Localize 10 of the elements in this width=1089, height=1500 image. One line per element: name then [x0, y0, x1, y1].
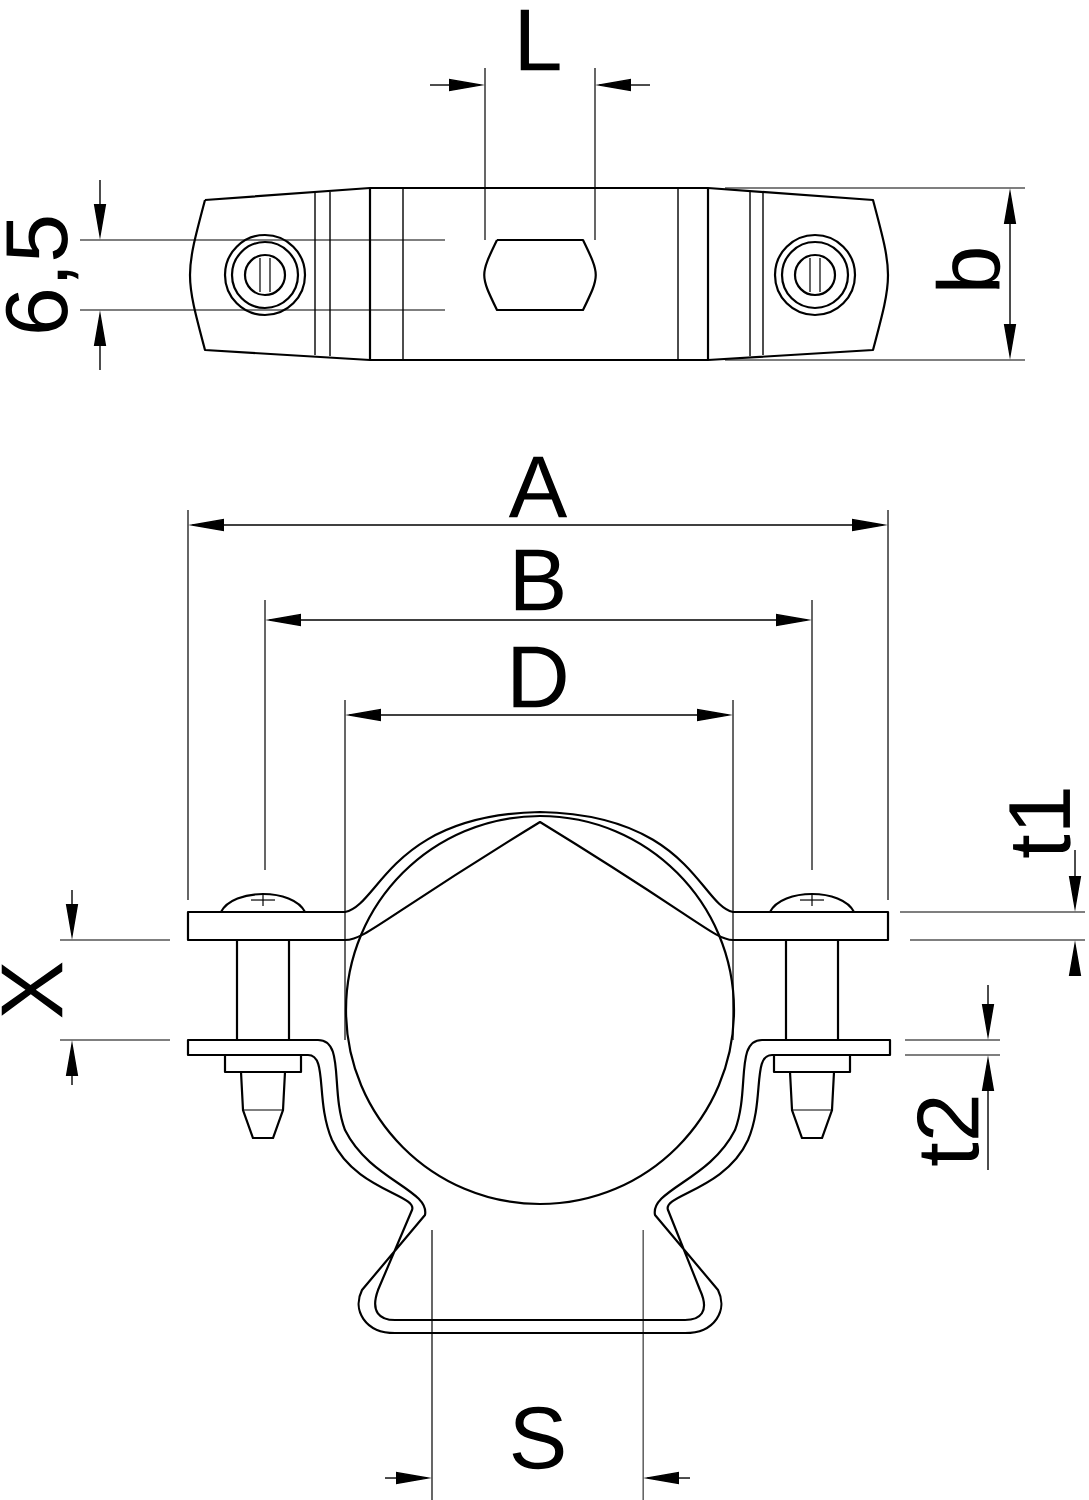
dimension-label: t2	[916, 1097, 980, 1166]
dimension-label: B	[515, 549, 563, 611]
dimension-label: S	[512, 1406, 564, 1470]
dimension-label: 6,5	[5, 217, 79, 332]
dimension-label: b	[935, 249, 1001, 289]
dimension-label: D	[513, 646, 566, 708]
dimension-label: t1	[1009, 789, 1071, 858]
dimension-label: L	[520, 9, 560, 71]
dimension-label: A	[508, 456, 568, 518]
dimension-label: X	[1, 962, 63, 1018]
